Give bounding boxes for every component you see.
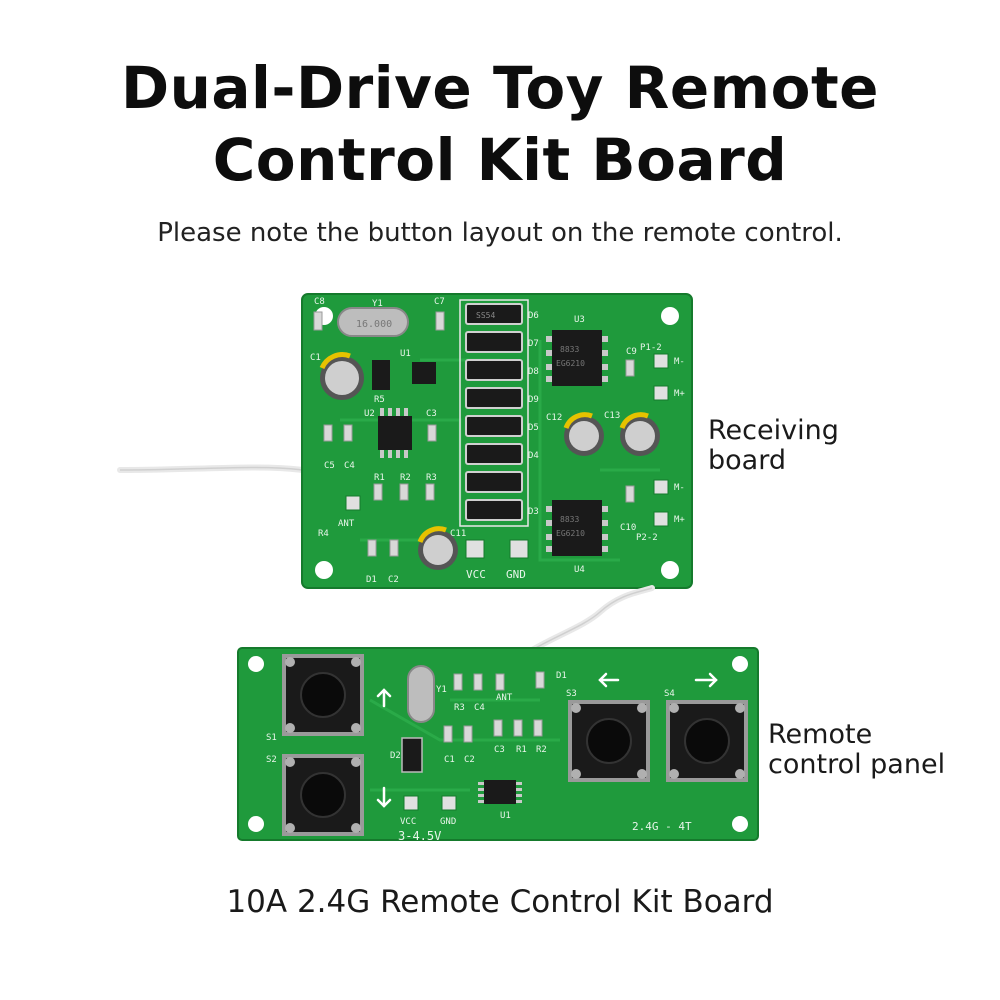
silk-d2: D2 — [390, 751, 401, 761]
silk-ant: ANT — [496, 693, 513, 703]
title-line-2: Control Kit Board — [212, 126, 788, 194]
silk-c9: C9 — [626, 347, 637, 357]
silk-u2: U2 — [364, 409, 375, 419]
remote-control-panel-image: S1 S2 S3 S4 Y1 ANT D1 D2 R3 C4 C3 R1 R2 … — [237, 585, 759, 843]
receiving-board-label: Receiving board — [708, 416, 839, 476]
silk-gnd: GND — [440, 817, 456, 827]
silk-c3: C3 — [426, 409, 437, 419]
silk-p2: P2-2 — [636, 533, 658, 543]
arrow-left-icon — [598, 672, 620, 688]
silk-c2: C2 — [464, 755, 475, 765]
silk-c3: C3 — [494, 745, 505, 755]
page-title: Dual-Drive Toy Remote Control Kit Board — [0, 52, 1000, 196]
title-line-1: Dual-Drive Toy Remote — [120, 54, 880, 122]
switch-s1 — [282, 654, 364, 736]
silk-gnd: GND — [506, 568, 526, 581]
receiving-board-image: 16.000 SS54 8833 EG6210 8833 EG6210 — [117, 293, 693, 589]
ic-u4-line-1: 8833 — [560, 515, 579, 524]
ic-u3-line-2: EG6210 — [556, 359, 585, 368]
silk-r2: R2 — [536, 745, 547, 755]
remote-label-line-1: Remote — [768, 719, 873, 750]
silk-u1: U1 — [500, 811, 511, 821]
arrow-down-icon — [376, 786, 392, 808]
silk-y1: Y1 — [436, 685, 447, 695]
silk-d9: D9 — [528, 395, 539, 405]
silk-d1: D1 — [366, 575, 377, 585]
silk-d1: D1 — [556, 671, 567, 681]
silk-r3: R3 — [426, 473, 437, 483]
silk-r1: R1 — [516, 745, 527, 755]
diode-part: SS54 — [476, 311, 495, 320]
silk-vcc: VCC — [400, 817, 416, 827]
silk-u1: U1 — [400, 349, 411, 359]
silk-motor2-plus: M+ — [674, 515, 685, 525]
silk-c1: C1 — [444, 755, 455, 765]
receiving-board-label-line-1: Receiving — [708, 415, 839, 446]
silk-p1: P1-2 — [640, 343, 662, 353]
silk-c12: C12 — [546, 413, 562, 423]
page-subtitle: Please note the button layout on the rem… — [157, 218, 843, 248]
switch-s4 — [666, 700, 748, 782]
footer-caption: 10A 2.4G Remote Control Kit Board — [226, 884, 774, 920]
silk-r2: R2 — [400, 473, 411, 483]
silk-r5: R5 — [374, 395, 385, 405]
silk-c4: C4 — [474, 703, 485, 713]
ic-u4-line-2: EG6210 — [556, 529, 585, 538]
ic-u3-line-1: 8833 — [560, 345, 579, 354]
remote-label-line-2: control panel — [768, 749, 946, 780]
silk-r4: R4 — [318, 529, 329, 539]
silk-c5: C5 — [324, 461, 335, 471]
silk-s1: S1 — [266, 733, 277, 743]
silk-model: 2.4G - 4T — [632, 820, 692, 833]
silk-d5: D5 — [528, 423, 539, 433]
switch-s2 — [282, 754, 364, 836]
silk-motor1-plus: M+ — [674, 389, 685, 399]
silk-c13: C13 — [604, 411, 620, 421]
remote-control-panel-label: Remote control panel — [768, 720, 945, 780]
switch-s3 — [568, 700, 650, 782]
silk-u4: U4 — [574, 565, 585, 575]
silk-c1: C1 — [310, 353, 321, 363]
arrow-up-icon — [376, 688, 392, 708]
arrow-right-icon — [694, 672, 718, 688]
silk-c10: C10 — [620, 523, 636, 533]
silk-motor2-minus: M- — [674, 483, 685, 493]
silk-d3: D3 — [528, 507, 539, 517]
silk-c4: C4 — [344, 461, 355, 471]
silk-y1: Y1 — [372, 299, 383, 309]
silk-c8: C8 — [314, 297, 325, 307]
silk-c11: C11 — [450, 529, 466, 539]
silk-c2: C2 — [388, 575, 399, 585]
silk-voltage: 3-4.5V — [398, 829, 441, 843]
silk-u3: U3 — [574, 315, 585, 325]
silk-vcc: VCC — [466, 568, 486, 581]
silk-s2: S2 — [266, 755, 277, 765]
silk-ant: ANT — [338, 519, 355, 529]
silk-c7: C7 — [434, 297, 445, 307]
silk-d8: D8 — [528, 367, 539, 377]
silk-r3: R3 — [454, 703, 465, 713]
silk-d7: D7 — [528, 339, 539, 349]
silk-r1: R1 — [374, 473, 385, 483]
silk-s3: S3 — [566, 689, 577, 699]
silk-d6: D6 — [528, 311, 539, 321]
receiving-board-label-line-2: board — [708, 445, 786, 476]
crystal-label: 16.000 — [356, 319, 392, 330]
silk-s4: S4 — [664, 689, 675, 699]
silk-motor1-minus: M- — [674, 357, 685, 367]
silk-d4: D4 — [528, 451, 539, 461]
